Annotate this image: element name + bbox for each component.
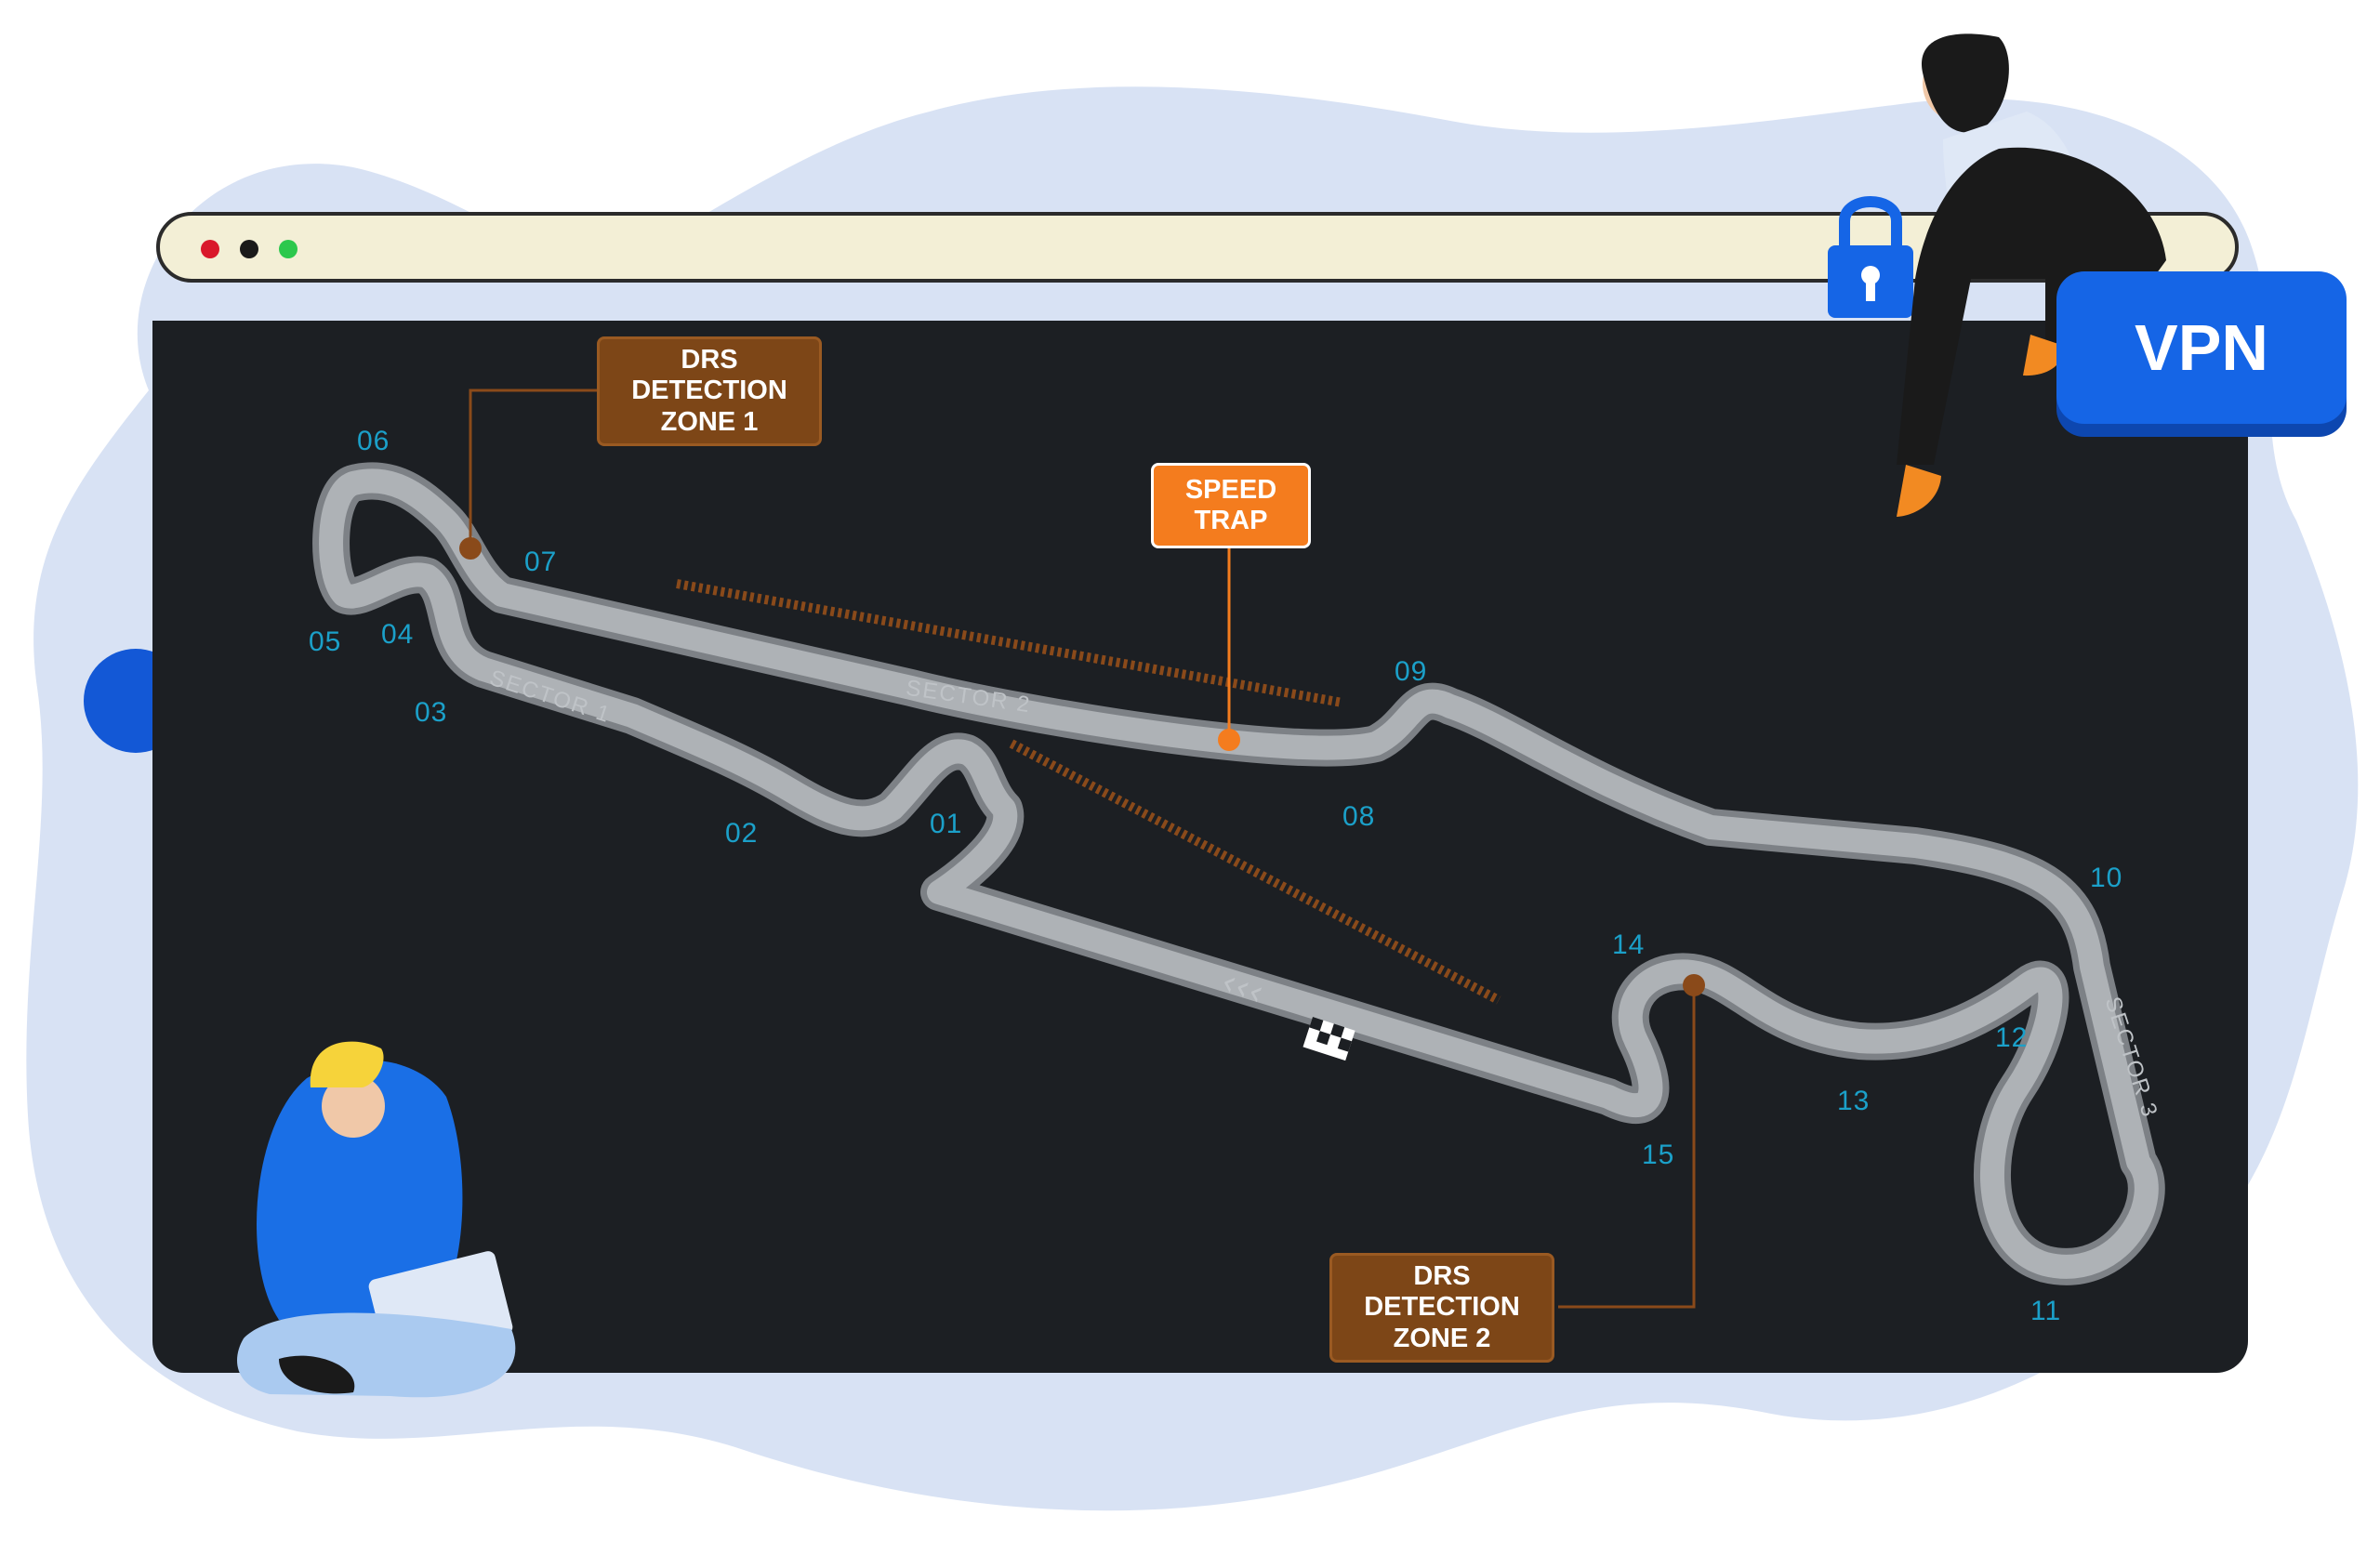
turn-04-label: 04: [381, 619, 415, 650]
person-with-laptop-illustration: [237, 1041, 516, 1398]
maximize-dot-icon[interactable]: [279, 240, 298, 258]
turn-14-label: 14: [1612, 929, 1646, 960]
turn-08-label: 08: [1342, 801, 1376, 832]
turn-03-label: 03: [415, 697, 448, 728]
turn-11-label: 11: [2030, 1296, 2062, 1326]
speed-trap-box: SPEED TRAP: [1151, 463, 1311, 548]
padlock-icon: [1828, 196, 1913, 318]
drs-zone-bar-2: [1009, 739, 1501, 1005]
race-track-edge: [312, 462, 2165, 1285]
turn-06-label: 06: [357, 426, 390, 456]
close-dot-icon[interactable]: [201, 240, 219, 258]
drs-zone-2-leader-line: [1558, 985, 1696, 1309]
turn-13-label: 13: [1837, 1086, 1871, 1116]
race-track: [319, 468, 2159, 1279]
turn-15-label: 15: [1642, 1140, 1675, 1170]
vpn-badge: VPN: [2056, 271, 2347, 424]
turn-09-label: 09: [1395, 656, 1428, 687]
drs-detection-zone-1-box: DRS DETECTION ZONE 1: [597, 336, 822, 446]
drs-detection-zone-2-box: DRS DETECTION ZONE 2: [1329, 1253, 1554, 1363]
turn-07-label: 07: [524, 547, 558, 577]
turn-12-label: 12: [1995, 1022, 2029, 1053]
turn-10-label: 10: [2090, 863, 2123, 893]
turn-05-label: 05: [309, 626, 342, 657]
turn-02-label: 02: [725, 818, 759, 849]
person-with-padlock-illustration: [1897, 33, 2166, 517]
turn-01-label: 01: [930, 809, 963, 839]
checkered-flag-icon: [1302, 1017, 1355, 1061]
drs-zone-1-leader-line: [469, 389, 597, 548]
minimize-dot-icon[interactable]: [240, 240, 258, 258]
drs-zone-bar-1: [676, 579, 1343, 707]
